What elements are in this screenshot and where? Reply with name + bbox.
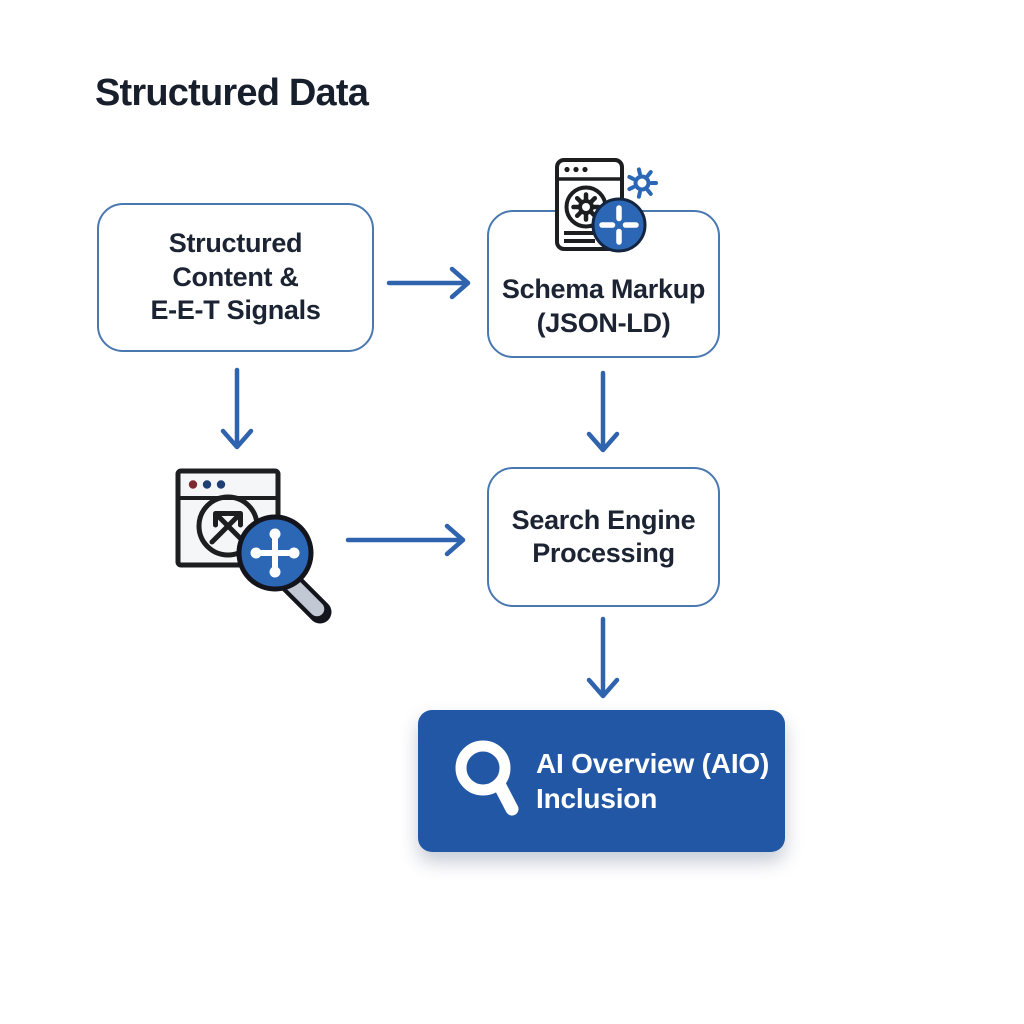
crossed-arrows-icon [209, 511, 247, 545]
node-search-engine-processing: Search Engine Processing [487, 467, 720, 607]
browser-crossed-arrows-icon [175, 468, 332, 624]
plus-badge [591, 197, 647, 253]
node-aio-line1: AI Overview (AIO) [536, 748, 770, 779]
arrow-browser-to-search [345, 523, 466, 557]
gear-teeth [571, 192, 601, 222]
node-aio-label: AI Overview (AIO) Inclusion [536, 746, 769, 816]
page-title: Structured Data [95, 72, 369, 114]
node-structured-content-line2: Content & [172, 261, 299, 292]
arrow-search-to-aio [586, 616, 620, 699]
node-aio-inclusion: AI Overview (AIO) Inclusion [418, 710, 785, 852]
node-structured-content-line1: Structured [168, 228, 303, 259]
arrow-schema-to-search [586, 370, 620, 453]
magnifier-schema-node-icon [236, 514, 332, 624]
arrow-structured-to-browser [220, 367, 254, 450]
document-gear-plus-icon [555, 158, 658, 253]
node-schema-markup-line1: Schema Markup [501, 274, 706, 304]
plus-crosshair-icon [599, 205, 639, 245]
node-search-engine-line1: Search Engine [511, 504, 696, 535]
arrow-structured-to-schema [386, 266, 471, 300]
gear-sun-icon [627, 167, 658, 199]
search-icon [455, 740, 519, 816]
node-schema-markup-line2: (JSON-LD) [536, 307, 671, 338]
node-structured-content: Structured Content & E-E-T Signals [97, 203, 374, 352]
node-aio-line2: Inclusion [536, 783, 658, 814]
node-search-engine-line2: Processing [532, 538, 675, 568]
node-structured-content-line3: E-E-T Signals [150, 295, 321, 326]
